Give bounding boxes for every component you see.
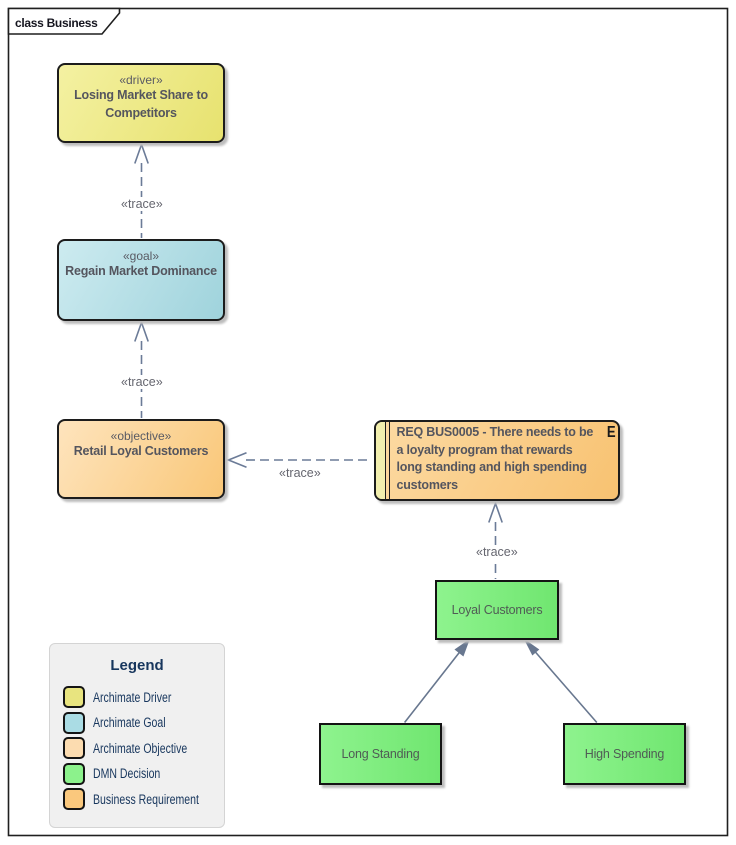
svg-text:class Business: class Business <box>15 16 98 30</box>
